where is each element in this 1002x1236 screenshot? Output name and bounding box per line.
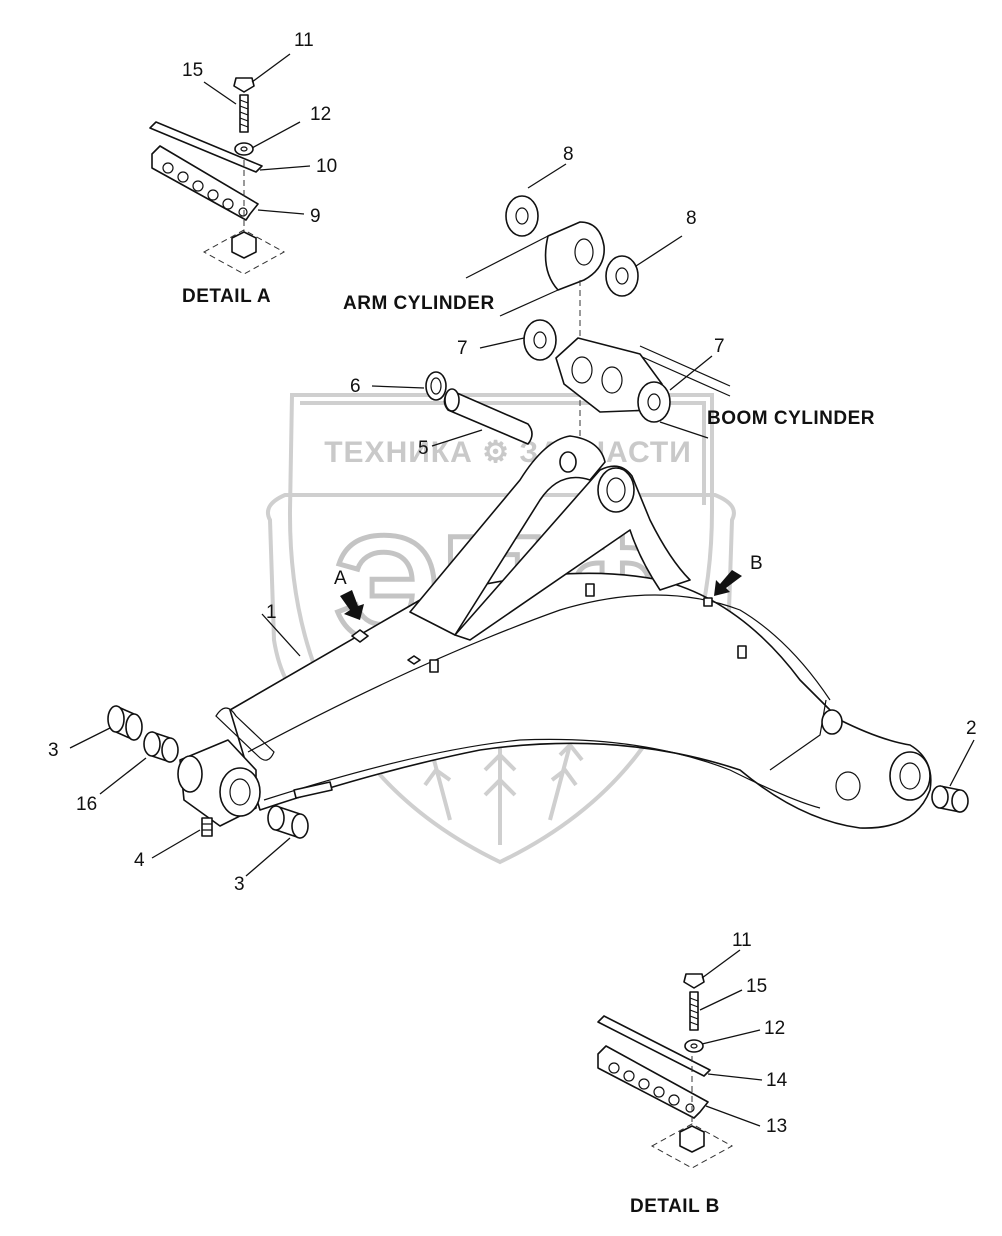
washer-part-12-b [684,1039,704,1053]
callout-12: 12 [310,104,331,125]
detail-b-assembly: 11 15 12 14 13 DETAIL B [597,930,788,1217]
callout-15: 15 [182,60,203,81]
arrow-a-label: A [334,568,347,589]
arrow-b-label: B [750,553,763,574]
callout-3-top: 3 [48,740,59,761]
callout-1: 1 [266,602,277,623]
boom-cylinder-label: BOOM CYLINDER [707,408,875,429]
callout-16: 16 [76,794,97,815]
washer-part-7-left [523,319,557,361]
boom-part-1 [177,435,932,829]
callout-9: 9 [310,206,321,227]
nut-part-11-b [683,973,705,989]
callout-10: 10 [316,156,337,177]
callout-11-b: 11 [732,930,752,951]
callout-8-left: 8 [563,144,574,165]
callout-13: 13 [766,1116,787,1137]
callout-14: 14 [766,1070,788,1091]
callout-6: 6 [350,376,361,397]
washer-part-12 [234,142,254,156]
callout-7-right: 7 [714,336,725,357]
washer-part-7-right [637,381,671,423]
callout-12-b: 12 [764,1018,785,1039]
callout-8-right: 8 [686,208,697,229]
callout-15-b: 15 [746,976,767,997]
callout-4: 4 [134,850,145,871]
plate-part-14 [597,1015,711,1077]
arrow-b-icon [714,570,742,596]
ring-part-6 [425,371,447,401]
detail-arrows: A B [334,553,763,620]
callout-5: 5 [418,438,429,459]
washer-part-8-right [605,255,639,297]
bushings-and-fittings: 3 16 4 3 2 1 [48,602,977,895]
detail-a-label: DETAIL A [182,286,271,307]
washer-part-8-left [505,195,539,237]
block-part-13 [597,1045,709,1119]
callout-11: 11 [294,30,314,51]
arm-cylinder-label: ARM CYLINDER [343,293,495,314]
block-part-9 [151,145,259,221]
callout-7-left: 7 [457,338,468,359]
nut-part-11 [233,77,255,93]
watermark-brand: ТЕХНИКА ⚙ ЗАПЧАСТИ [324,436,692,469]
callout-3-bottom: 3 [234,874,245,895]
cylinder-connection: 8 8 7 7 6 5 ARM CYLINDER BOOM CYLINDER [343,144,875,459]
grease-fitting-part-4 [201,817,213,837]
detail-b-label: DETAIL B [630,1196,720,1217]
plate-part-10 [149,121,263,173]
callout-2: 2 [966,718,977,739]
arrow-a-icon [340,590,364,620]
detail-a-assembly: 11 15 12 10 9 DETAIL A [149,30,337,307]
